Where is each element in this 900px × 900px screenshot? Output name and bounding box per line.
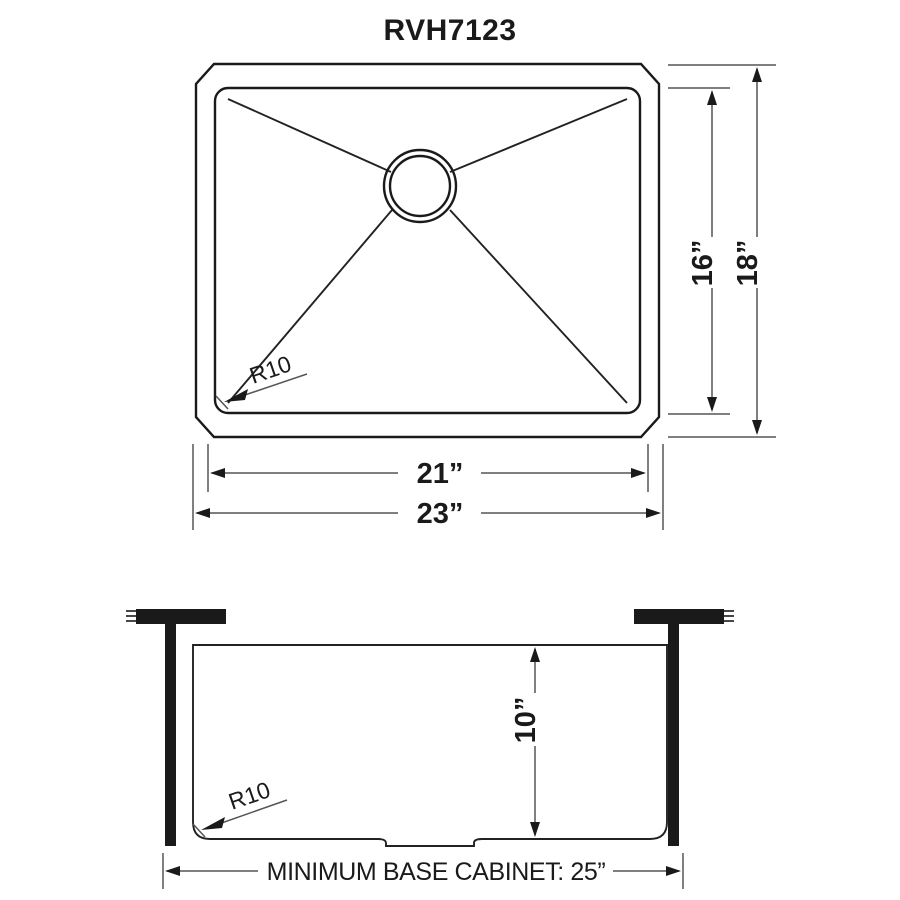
arrowhead-23-left	[195, 508, 210, 518]
side-view-group: R10 10” MINIMUM BASE CABINET: 25”	[126, 609, 734, 889]
arrowhead-10-bottom	[530, 822, 540, 837]
arrowhead-21-left	[210, 468, 225, 478]
page-title: RVH7123	[383, 14, 517, 47]
drain-inner-circle	[388, 154, 452, 218]
hatch-left	[126, 610, 140, 622]
cabinet-wall-left	[165, 624, 176, 846]
countertop-slab-right	[634, 609, 724, 624]
dimension-height-inner: 16”	[668, 87, 730, 415]
dimension-label-18: 18”	[732, 240, 764, 287]
r10-label-top: R10	[246, 350, 294, 388]
hatch-right	[720, 610, 734, 622]
r10-arrowhead-top	[224, 389, 248, 402]
slope-line-bottom-left	[227, 209, 393, 404]
dimension-label-21: 21”	[417, 458, 464, 490]
top-view-group: R10 16” 18”	[192, 62, 776, 530]
slope-line-bottom-right	[449, 209, 628, 404]
r10-leader-line-side	[212, 799, 288, 827]
dimension-label-10: 10”	[510, 697, 542, 744]
dimension-min-base-cabinet: MINIMUM BASE CABINET: 25”	[162, 853, 684, 889]
r10-radius-tick-top	[215, 395, 229, 410]
dimension-height-outer: 18”	[668, 64, 776, 438]
dimension-width-inner: 21”	[207, 444, 649, 492]
arrowhead-10-top	[530, 647, 540, 662]
r10-label-side: R10	[225, 776, 273, 814]
countertop-slab-left	[136, 609, 226, 624]
arrowhead-16-bottom	[707, 397, 717, 412]
drain-outer-circle	[382, 148, 458, 224]
arrowhead-21-right	[631, 468, 646, 478]
dimension-depth: 10”	[510, 647, 542, 837]
r10-radius-tick-side	[192, 823, 206, 838]
dimension-label-16: 16”	[687, 240, 719, 287]
slope-line-top-right	[449, 98, 628, 173]
arrowhead-18-bottom	[752, 420, 762, 435]
sink-outer-rim-outline	[194, 62, 661, 439]
r10-leader-line-top	[235, 373, 308, 399]
cabinet-wall-right	[668, 624, 679, 846]
arrowhead-16-top	[707, 90, 717, 105]
arrowhead-cabinet-left	[165, 866, 180, 876]
arrowhead-cabinet-right	[666, 866, 681, 876]
r10-leader-top: R10	[215, 350, 308, 410]
arrowhead-18-top	[752, 67, 762, 82]
dimension-label-23: 23”	[417, 498, 464, 530]
basin-slope-lines	[227, 98, 628, 404]
sink-inner-basin-outline	[213, 86, 642, 415]
dimension-width-outer: 23”	[192, 444, 664, 530]
r10-arrowhead-side	[201, 817, 225, 830]
arrowhead-23-right	[646, 508, 661, 518]
min-base-cabinet-label: MINIMUM BASE CABINET: 25”	[267, 858, 606, 886]
slope-line-top-left	[227, 98, 392, 173]
drain-opening	[382, 148, 458, 224]
r10-leader-side: R10	[192, 776, 288, 838]
sink-section-outline	[192, 644, 668, 847]
